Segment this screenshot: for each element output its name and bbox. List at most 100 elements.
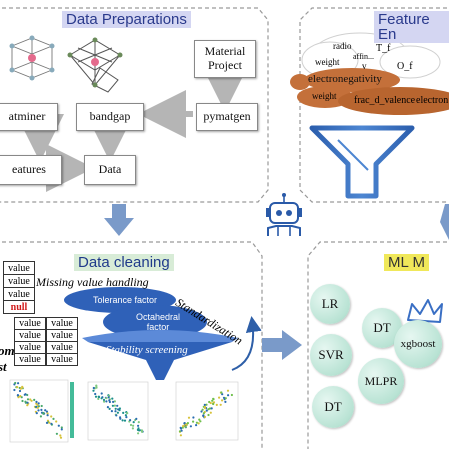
scatter-point — [92, 389, 95, 392]
scatter-point — [50, 415, 53, 418]
feature-frac-d-valence: frac_d_valence — [354, 95, 416, 106]
feature-of: O_f — [397, 61, 413, 72]
scatter-point — [125, 416, 128, 419]
side-text-om: om — [0, 343, 15, 358]
scatter-point — [17, 382, 20, 385]
scatter-point — [210, 407, 213, 410]
feature-electronegativity: electronegativity — [308, 73, 382, 85]
scatter-point — [219, 403, 222, 406]
scatter-point — [207, 408, 210, 411]
scatter-point — [132, 421, 135, 424]
scatter-point — [97, 397, 100, 400]
scatter-point — [36, 406, 40, 409]
scatter-point — [26, 398, 30, 401]
scatter-point — [37, 405, 41, 408]
scatter-point — [192, 420, 195, 423]
scatter-point — [105, 400, 108, 403]
scatter-point — [221, 399, 224, 402]
grid-cell: value — [46, 353, 78, 366]
scatter-point — [42, 412, 45, 415]
scatter-point — [137, 424, 140, 427]
scatter-point — [205, 409, 208, 412]
feature-v: v — [362, 61, 367, 71]
scatter-point — [59, 434, 62, 437]
scatter-point — [112, 400, 115, 403]
value-cell-null: null — [3, 300, 35, 314]
arrow-prep-to-cleaning — [104, 204, 134, 236]
scatter-point — [183, 422, 186, 425]
scatter-point — [137, 427, 140, 430]
scatter-point — [103, 400, 106, 403]
crystal-structure-2 — [67, 37, 123, 93]
feature-weight-2: weight — [312, 91, 337, 101]
scatter-point — [18, 389, 22, 393]
header-feature-engineering: Feature En — [374, 11, 449, 43]
funnel-icon — [309, 125, 415, 199]
scatter-point — [110, 410, 113, 413]
model-lr: LR — [310, 284, 350, 324]
ellipse-electronegativity — [304, 68, 400, 92]
model-dt-2: DT — [312, 386, 354, 428]
scatter-point — [26, 401, 29, 404]
scatter-point — [204, 407, 207, 410]
model-xgboost: xgboost — [394, 320, 442, 368]
scatter-point — [111, 397, 114, 400]
panel-data-preparations — [0, 7, 269, 203]
scatter-point — [129, 419, 132, 422]
scatter-thumbnail-2 — [87, 381, 149, 441]
feature-affinity: affin... — [353, 52, 374, 61]
grid-cell: value — [14, 353, 46, 366]
standardization-curve-arrow — [231, 316, 262, 371]
node-matminer: atminer — [0, 103, 58, 131]
scatter-point — [189, 425, 192, 428]
scatter-point — [179, 434, 182, 437]
model-mlpr: MLPR — [358, 358, 404, 404]
crown-icon — [407, 299, 443, 323]
label-tolerance-factor: Tolerance factor — [93, 295, 158, 305]
value-cell-1: value — [3, 261, 35, 275]
scatter-point — [209, 411, 212, 414]
scatter-point — [118, 407, 121, 410]
scatter-point — [113, 404, 116, 407]
arrow-cleaning-to-ml — [262, 330, 302, 360]
label-octahedral-factor: Octahedral factor — [136, 312, 181, 332]
scatter-point — [126, 412, 129, 415]
scatter-point — [108, 407, 111, 410]
ellipse-octahedral-factor — [103, 305, 207, 339]
scatter-point — [35, 412, 38, 415]
scatter-point — [116, 411, 119, 414]
node-material-project: Material Project — [194, 40, 256, 78]
scatter-point — [95, 386, 98, 389]
scatter-point — [137, 432, 140, 435]
scatter-point — [180, 429, 183, 432]
scatter-point — [52, 417, 55, 420]
scatter-point — [37, 409, 40, 412]
scatter-point — [179, 426, 182, 429]
scatter-point — [195, 421, 198, 424]
scatter-point — [205, 403, 208, 406]
value-cell-3: value — [3, 287, 35, 301]
scatter-point — [94, 392, 97, 396]
scatter-point — [203, 403, 206, 406]
scatter-point — [137, 421, 140, 424]
scatter-point — [97, 395, 100, 398]
header-data-preparations: Data Preparations — [62, 11, 191, 28]
scatter-point — [21, 399, 24, 403]
scatter-point — [198, 418, 201, 421]
scatter-point — [131, 427, 134, 430]
scatter-point — [209, 401, 212, 405]
scatter-point — [199, 420, 202, 423]
scatter-point — [203, 415, 206, 418]
scatter-point — [185, 423, 188, 426]
scatter-point — [215, 403, 218, 406]
scatter-point — [29, 398, 32, 401]
scatter-point — [224, 397, 227, 400]
scatter-point — [108, 399, 111, 402]
scatter-point — [135, 417, 138, 420]
feature-weight-1: weight — [315, 57, 340, 67]
model-svr: SVR — [310, 334, 352, 376]
scatter-point — [111, 404, 114, 407]
scatter-point — [30, 399, 33, 402]
scatter-point — [138, 429, 141, 432]
